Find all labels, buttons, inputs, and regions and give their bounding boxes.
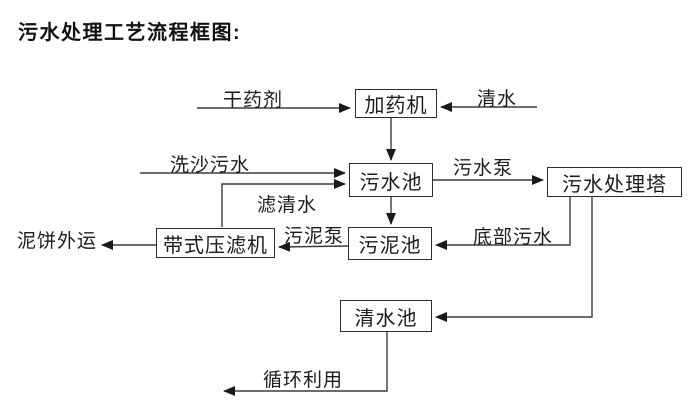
flow-label-bottom-sewage: 底部污水 bbox=[473, 227, 554, 248]
node-sludge-pool-label: 污泥池 bbox=[358, 235, 422, 257]
arrow-bottom-sewage-to-sludge-pool bbox=[435, 197, 571, 250]
flow-label-mud-cake-out: 泥饼外运 bbox=[17, 231, 98, 252]
node-dosing-machine-label: 加药机 bbox=[364, 95, 428, 117]
flow-label-sludge-pump: 污泥泵 bbox=[284, 226, 345, 247]
flow-label-dry-chemical: 干药剂 bbox=[223, 90, 284, 111]
flow-label-clean-water: 清水 bbox=[477, 89, 518, 110]
node-sludge-pool: 污泥池 bbox=[348, 227, 432, 260]
flow-label-filtered-water: 滤清水 bbox=[257, 195, 318, 216]
arrow-tower-to-clean-water-pool bbox=[435, 197, 593, 322]
node-dosing-machine: 加药机 bbox=[355, 89, 437, 118]
arrow-clean-water-pool-to-recycle bbox=[223, 332, 388, 396]
flow-label-sewage-pump: 污水泵 bbox=[453, 158, 514, 179]
node-treatment-tower-label: 污水处理塔 bbox=[562, 173, 667, 196]
node-clean-water-pool-label: 清水池 bbox=[354, 307, 418, 330]
node-clean-water-pool: 清水池 bbox=[340, 300, 432, 332]
arrow-sludge-pool-to-belt-press bbox=[278, 241, 349, 252]
node-belt-filter-press: 带式压滤机 bbox=[156, 228, 275, 258]
node-sewage-pool-label: 污水池 bbox=[359, 171, 423, 194]
node-treatment-tower: 污水处理塔 bbox=[547, 167, 682, 197]
arrow-filtered-water-to-sewage-pool bbox=[221, 179, 346, 227]
flow-label-recycle-reuse: 循环利用 bbox=[263, 370, 344, 391]
node-belt-filter-press-label: 带式压滤机 bbox=[163, 234, 268, 257]
flow-label-sand-washing-sewage: 洗沙污水 bbox=[170, 155, 251, 176]
diagram-title: 污水处理工艺流程框图: bbox=[18, 22, 242, 44]
node-sewage-pool: 污水池 bbox=[349, 163, 433, 197]
